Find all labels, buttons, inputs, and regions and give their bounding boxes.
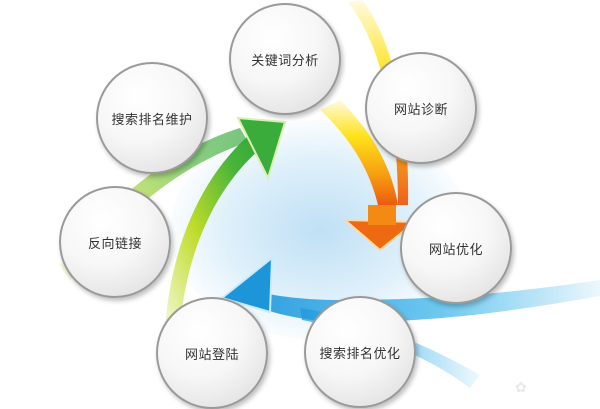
node-site-submission: 网站登陆 [156,297,268,409]
node-label: 反向链接 [87,236,142,252]
node-label: 关键词分析 [251,53,319,69]
node-label: 搜索排名维护 [111,112,193,128]
node-label: 网站诊断 [393,102,448,118]
node-site-optimization: 网站优化 [400,192,512,304]
node-site-diagnosis: 网站诊断 [365,52,477,164]
node-ranking-optimization: 搜索排名优化 [304,296,416,408]
node-label: 网站登陆 [184,347,239,363]
node-label: 网站优化 [428,242,483,258]
node-keyword-analysis: 关键词分析 [229,3,341,115]
seo-cycle-diagram: 关键词分析 网站诊断 网站优化 搜索排名优化 网站登陆 反向链接 搜索排名维护 … [59,0,600,409]
paw-print-watermark-icon: ✿ [515,380,527,396]
node-ranking-maintenance: 搜索排名维护 [96,62,208,174]
node-backlinks: 反向链接 [59,186,171,298]
node-label: 搜索排名优化 [319,346,401,362]
